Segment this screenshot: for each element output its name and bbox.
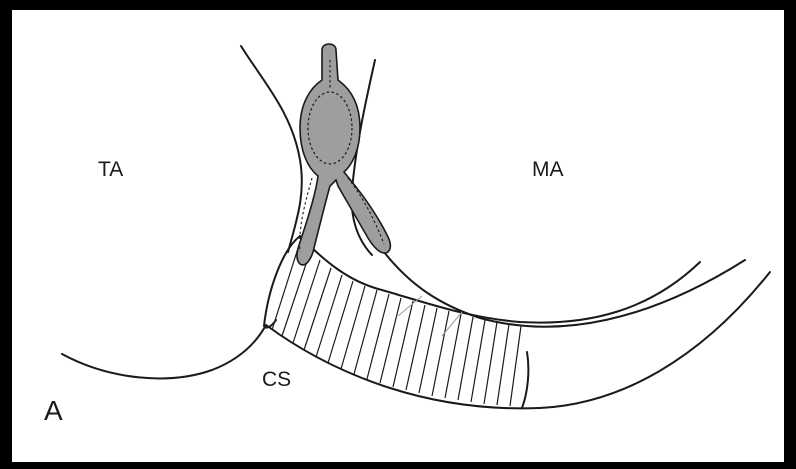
tube-ostium <box>264 236 300 328</box>
tube-mid-edge <box>384 252 745 327</box>
label-cs: CS <box>262 368 291 391</box>
label-panel-a: A <box>44 395 63 426</box>
hatched-segment-end <box>522 352 528 408</box>
left-boundary-line <box>62 325 266 378</box>
label-ma: MA <box>532 158 564 181</box>
left-outer-arc <box>241 46 302 252</box>
tube-lower-edge <box>266 272 770 408</box>
grey-node-structure <box>297 44 390 265</box>
label-ta: TA <box>98 158 123 181</box>
tube-upper-edge <box>300 236 700 323</box>
